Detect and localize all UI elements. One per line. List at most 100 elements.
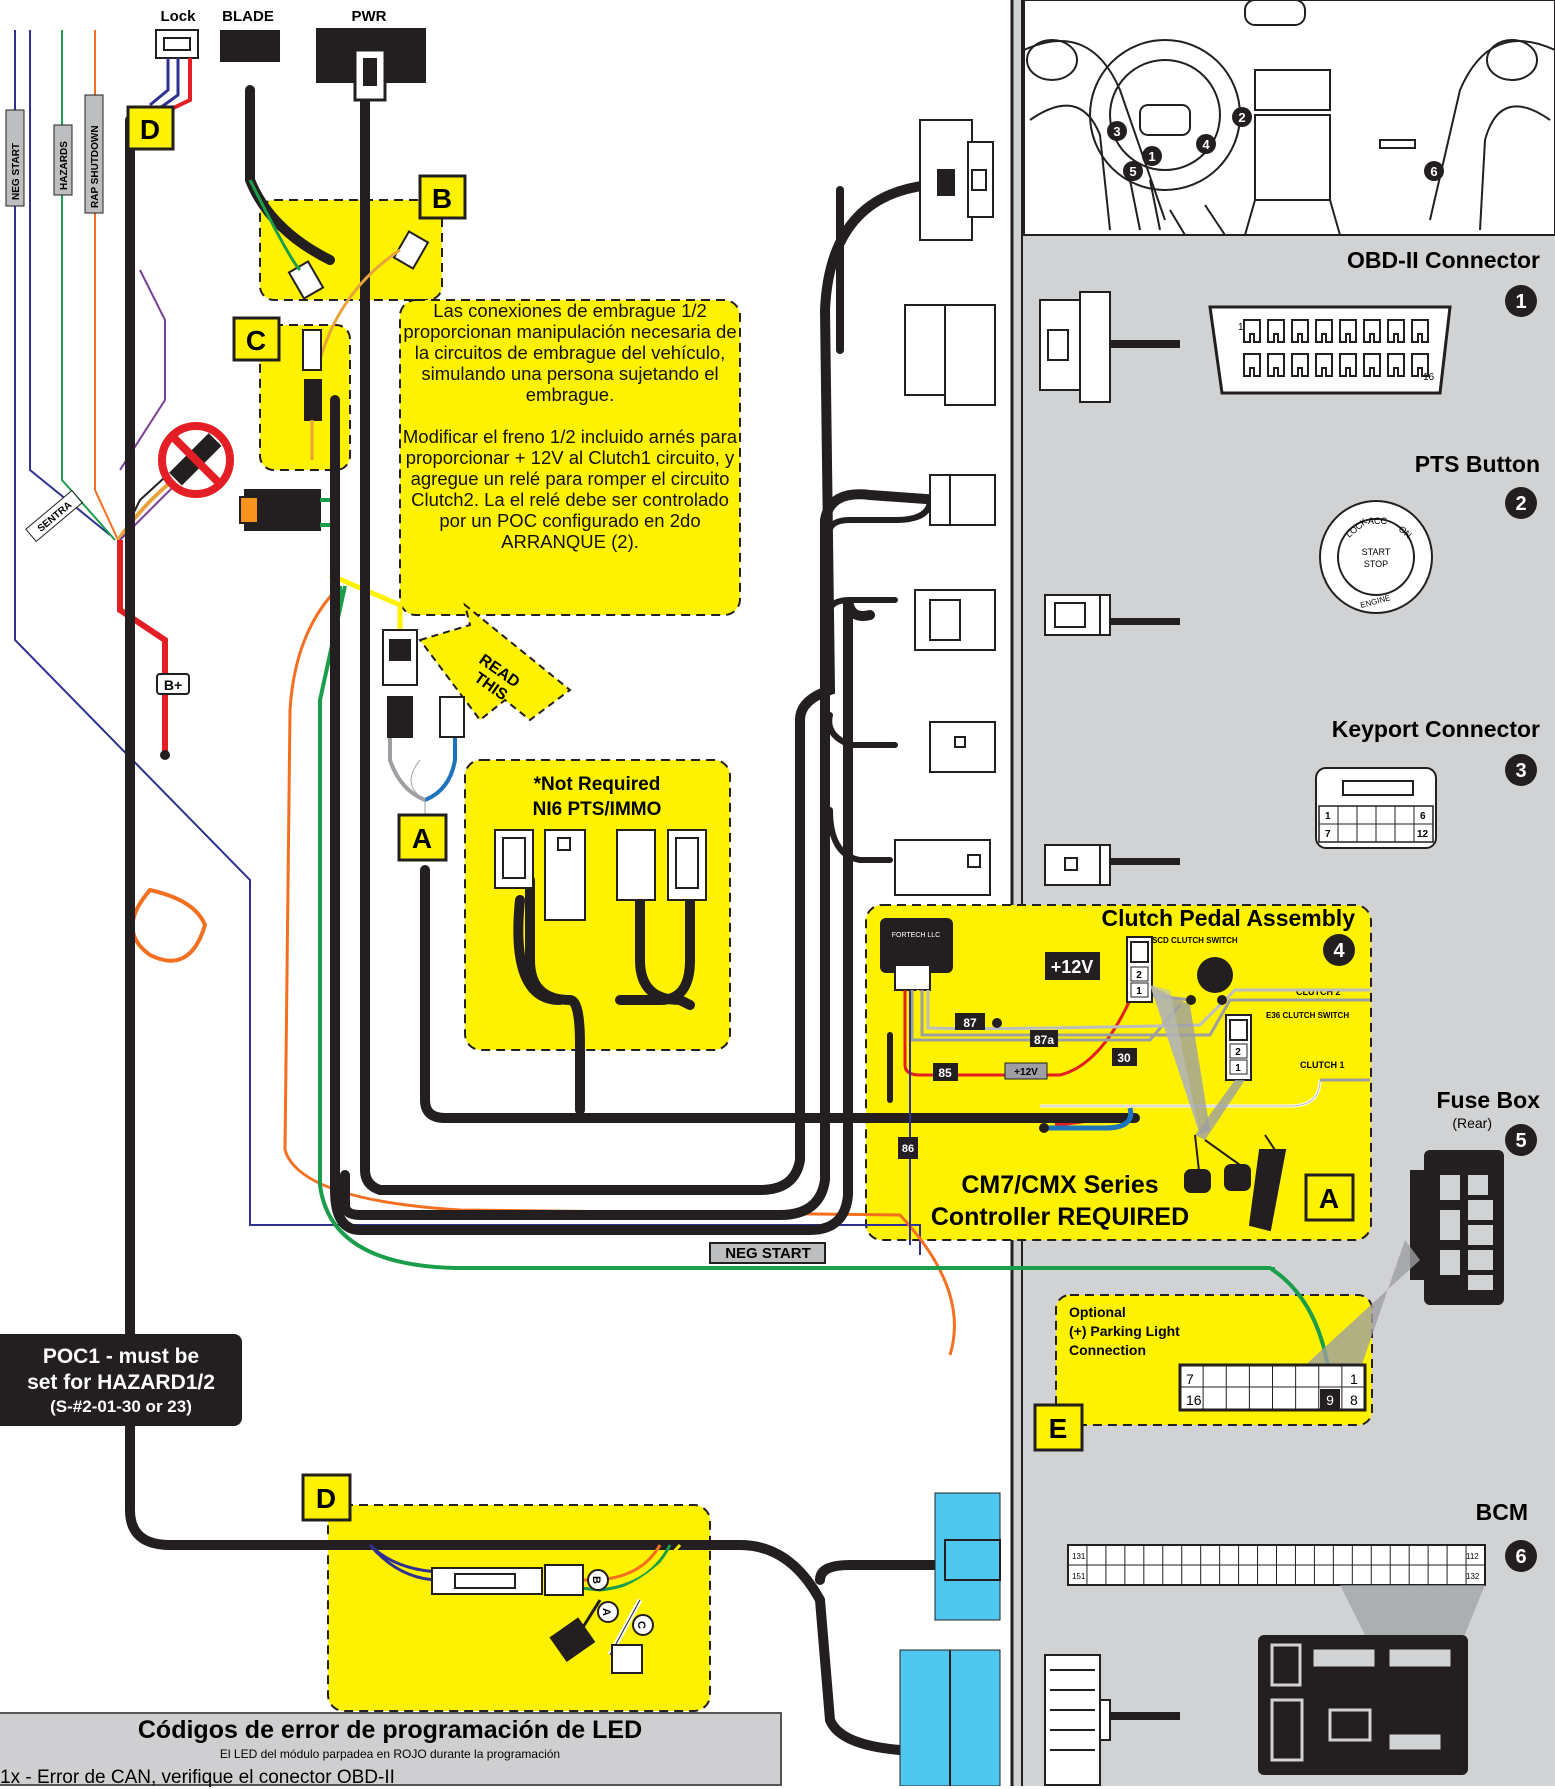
poc-line3: (S-#2-01-30 or 23) — [50, 1397, 192, 1416]
keyport-section: Keyport Connector 3 1 6 7 12 — [1044, 716, 1540, 886]
box-d-bottom — [327, 1504, 711, 1712]
svg-text:3: 3 — [1113, 124, 1120, 139]
svg-text:CLUTCH 2: CLUTCH 2 — [1296, 987, 1341, 997]
obd-pin — [1339, 353, 1357, 377]
obd-pin — [1411, 319, 1429, 343]
svg-text:6: 6 — [1430, 164, 1437, 179]
svg-text:Controller REQUIRED: Controller REQUIRED — [931, 1203, 1189, 1231]
wire-tags: NEG START HAZARDS RAP SHUTDOWN SENTRA B+ — [5, 94, 190, 695]
obd-pin — [1387, 319, 1405, 343]
dashboard-number-markers: 1 2 3 4 5 6 — [1107, 107, 1444, 181]
svg-text:30: 30 — [1117, 1051, 1131, 1065]
svg-text:1: 1 — [1350, 1371, 1358, 1387]
obd-pin — [1363, 319, 1381, 343]
blade-label: BLADE — [222, 8, 274, 25]
svg-text:Connection: Connection — [1069, 1342, 1146, 1358]
svg-text:CM7/CMX Series: CM7/CMX Series — [961, 1171, 1158, 1199]
pts-title: PTS Button — [1415, 451, 1540, 477]
bcm-section: BCM 6 131 112 151 132 — [1044, 1499, 1537, 1786]
svg-text:*Not Required: *Not Required — [534, 774, 661, 795]
svg-text:B: B — [590, 1576, 602, 1584]
svg-text:Optional: Optional — [1069, 1304, 1126, 1320]
svg-text:6: 6 — [1515, 1546, 1526, 1568]
bcm-title: BCM — [1476, 1499, 1528, 1525]
svg-text:16: 16 — [1423, 372, 1435, 383]
svg-text:(Rear): (Rear) — [1452, 1115, 1492, 1131]
svg-text:ACC: ACC — [1368, 516, 1388, 526]
svg-text:C: C — [635, 1621, 647, 1629]
led-codes-panel: Códigos de error de programación de LED … — [0, 1712, 782, 1788]
svg-text:1: 1 — [1148, 149, 1155, 164]
led-codes-title: Códigos de error de programación de LED — [137, 1716, 643, 1744]
svg-text:4: 4 — [1202, 137, 1210, 152]
svg-text:85: 85 — [938, 1066, 952, 1080]
svg-text:NEG START: NEG START — [725, 1245, 811, 1262]
obd-pin — [1267, 319, 1285, 343]
svg-text:12: 12 — [1417, 829, 1429, 840]
clutch-note-p1: Las conexiones de embrague 1/2 proporcio… — [403, 300, 737, 405]
obd-pin — [1291, 353, 1309, 377]
obd-pin — [1411, 353, 1429, 377]
svg-text:8: 8 — [1350, 1392, 1358, 1408]
svg-text:2: 2 — [1515, 493, 1526, 515]
controller-required: CM7/CMX Series Controller REQUIRED — [931, 1171, 1189, 1231]
svg-text:NI6 PTS/IMMO: NI6 PTS/IMMO — [533, 799, 662, 820]
read-this-arrow: READ THIS — [418, 602, 572, 722]
svg-text:A: A — [412, 823, 432, 854]
svg-text:1: 1 — [1235, 1063, 1241, 1074]
svg-text:2: 2 — [1238, 110, 1245, 125]
svg-text:87: 87 — [963, 1016, 977, 1030]
poc-banner: POC1 - must be set for HAZARD1/2 (S-#2-0… — [0, 1334, 242, 1426]
harness-connectors — [894, 119, 996, 896]
svg-text:87a: 87a — [1034, 1033, 1054, 1047]
blue-connectors — [899, 1492, 1001, 1786]
obd-pin — [1315, 319, 1333, 343]
svg-text:C: C — [246, 325, 266, 356]
svg-text:B: B — [432, 183, 452, 214]
obd-pin — [1315, 353, 1333, 377]
svg-text:3: 3 — [1515, 760, 1526, 782]
poc-line1: POC1 - must be — [42, 1345, 200, 1368]
clutch-note: Las conexiones de embrague 1/2 proporcio… — [400, 300, 740, 573]
svg-text:D: D — [316, 1483, 336, 1514]
svg-text:7: 7 — [1325, 829, 1331, 840]
svg-text:1: 1 — [1238, 322, 1244, 333]
poc-line2: set for HAZARD1/2 — [27, 1371, 215, 1394]
svg-text:+12V: +12V — [1051, 957, 1094, 977]
top-connectors: Lock BLADE PWR — [149, 8, 426, 114]
obd-pin — [1243, 353, 1261, 377]
svg-text:7: 7 — [1186, 1371, 1194, 1387]
svg-text:5: 5 — [1129, 164, 1136, 179]
svg-text:+12V: +12V — [1014, 1067, 1038, 1078]
obd-pin — [1243, 319, 1261, 343]
obd-ii-section: OBD-II Connector 1 1 16 — [1039, 247, 1540, 403]
neg-start-tag: NEG START — [709, 1242, 826, 1264]
led-code-row: 1x - Error de CAN, verifique el conector… — [0, 1767, 395, 1788]
keyport-title: Keyport Connector — [1332, 716, 1540, 742]
svg-text:1: 1 — [1325, 811, 1331, 822]
lock-label: Lock — [160, 8, 196, 25]
clutch-note-p2: Modificar el freno 1/2 incluido arnés pa… — [402, 426, 738, 552]
svg-text:2: 2 — [1136, 970, 1142, 981]
obd-ii-title: OBD-II Connector — [1347, 247, 1540, 273]
clutch-note-box — [399, 299, 741, 616]
svg-text:A: A — [1319, 1183, 1339, 1214]
obd-pin — [1387, 353, 1405, 377]
svg-text:1: 1 — [1136, 986, 1142, 997]
svg-text:86: 86 — [902, 1143, 914, 1155]
led-codes-subtitle: El LED del módulo parpadea en ROJO duran… — [219, 1747, 561, 1761]
svg-text:Clutch Pedal Assembly: Clutch Pedal Assembly — [1101, 905, 1355, 931]
svg-text:1: 1 — [1515, 291, 1526, 313]
svg-text:NEG START: NEG START — [11, 143, 22, 200]
svg-text:132: 132 — [1466, 1572, 1480, 1581]
svg-text:D: D — [140, 114, 160, 145]
svg-text:A: A — [600, 1608, 612, 1616]
svg-text:RAP SHUTDOWN: RAP SHUTDOWN — [90, 125, 101, 208]
obd-pin — [1267, 353, 1285, 377]
svg-text:112: 112 — [1466, 1552, 1479, 1561]
dashboard-illustration — [1023, 0, 1555, 236]
letter-badges: D B C A A E D — [126, 105, 1355, 1522]
svg-text:9: 9 — [1326, 1392, 1334, 1408]
svg-text:FORTECH LLC: FORTECH LLC — [892, 932, 941, 939]
no-cut-icon — [158, 422, 234, 498]
